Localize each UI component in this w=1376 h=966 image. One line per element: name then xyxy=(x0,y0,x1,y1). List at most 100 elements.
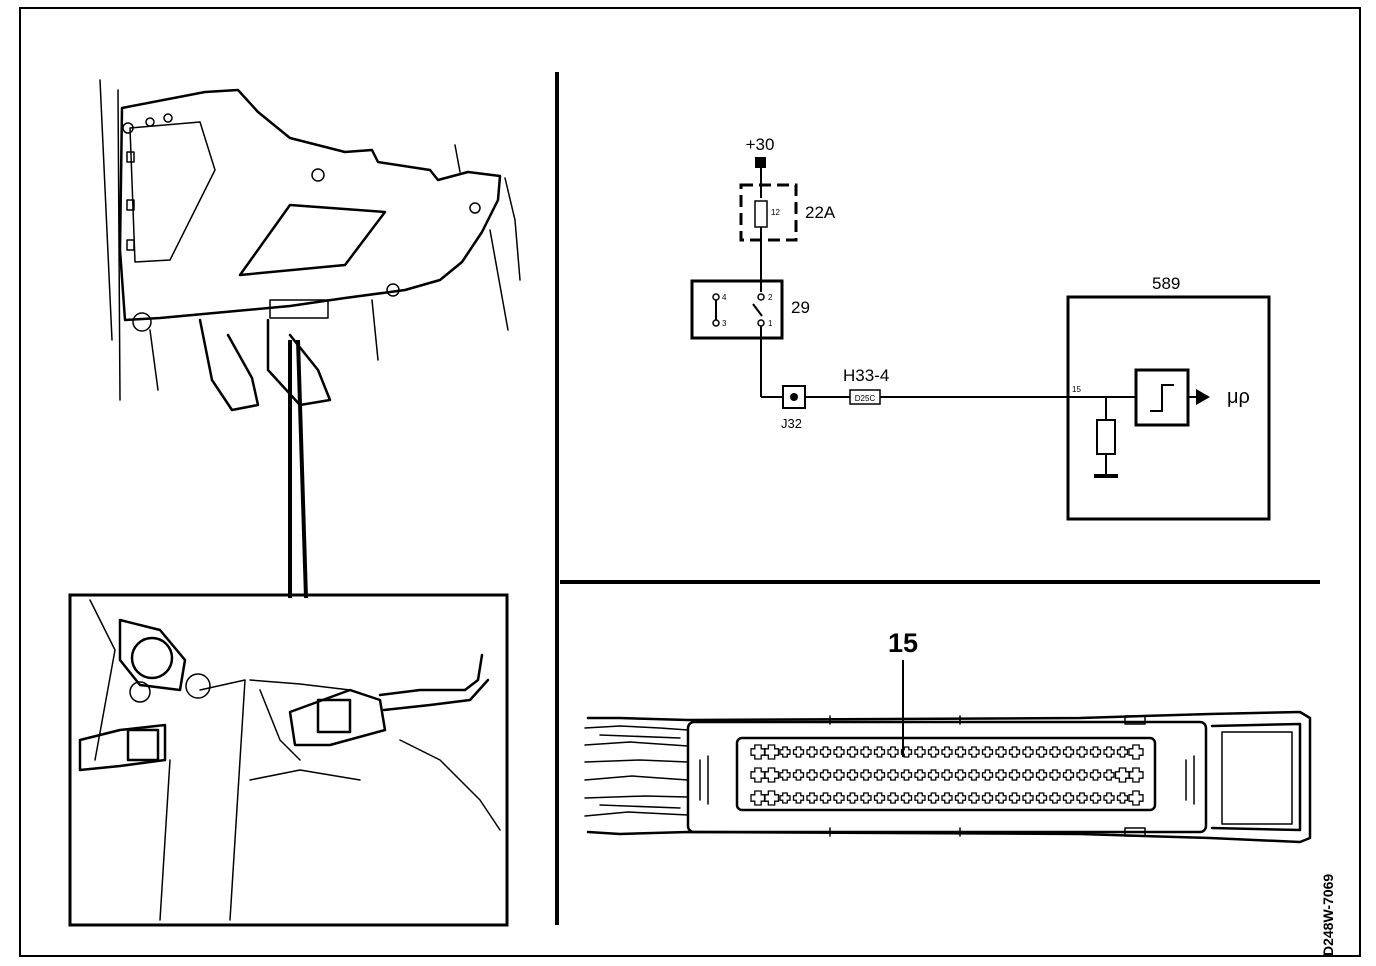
connector-pin xyxy=(927,792,940,804)
ecu-connector-illustration: 15 xyxy=(584,628,1312,844)
connector-pin xyxy=(1103,769,1115,781)
connector-pin xyxy=(792,792,805,804)
connector-code: D25C xyxy=(855,394,876,403)
pedal-bracket-illustration xyxy=(99,79,521,412)
fuse-symbol xyxy=(754,200,768,228)
junction-point xyxy=(790,393,798,401)
connector-pin xyxy=(1116,792,1129,804)
connector-pin xyxy=(1049,792,1061,804)
relay-pin-4: 4 xyxy=(722,293,727,302)
connector-pin-array xyxy=(750,744,1144,806)
supply-terminal xyxy=(755,157,766,168)
connector-pin xyxy=(779,746,791,758)
connector-pin xyxy=(941,769,953,781)
connector-pin xyxy=(1022,792,1034,804)
connector-pin xyxy=(779,792,791,804)
connector-pin xyxy=(927,769,940,781)
connector-detail-illustration xyxy=(78,599,501,921)
connector-pin xyxy=(954,746,967,758)
connector-pin xyxy=(763,767,780,783)
connector-pin xyxy=(900,769,913,781)
connector-pin xyxy=(1114,767,1131,783)
detail-inset-frame xyxy=(68,593,509,927)
connector-pin xyxy=(873,746,886,758)
connector-pin xyxy=(968,769,980,781)
connector-pin xyxy=(1128,744,1144,760)
connector-pin xyxy=(763,790,780,806)
connector-pin xyxy=(1116,746,1129,758)
connector-pin xyxy=(1076,746,1088,758)
connector-pin xyxy=(981,792,994,804)
circuit-schematic: +30 12 22A 4 3 2 1 29 J32 H33-4 D25C 589… xyxy=(690,135,1271,521)
connector-pin xyxy=(833,746,845,758)
connector-pin xyxy=(954,769,967,781)
outer-frame xyxy=(19,7,1361,957)
connector-pin xyxy=(995,792,1007,804)
supply-label: +30 xyxy=(746,135,775,154)
connector-pin xyxy=(1049,769,1061,781)
connector-pin xyxy=(1089,769,1102,781)
ecu-label: 589 xyxy=(1152,274,1180,293)
connector-pin xyxy=(1035,769,1048,781)
detail-leader xyxy=(288,339,308,599)
connector-pin xyxy=(914,769,926,781)
connector-pin xyxy=(995,746,1007,758)
connector-pin xyxy=(1008,769,1021,781)
ecu-pin-label: 15 xyxy=(1072,385,1081,394)
connector-pin xyxy=(833,769,845,781)
fuse-box xyxy=(739,183,798,242)
connector-pin xyxy=(900,746,913,758)
connector-pin xyxy=(1089,792,1102,804)
output-arrow xyxy=(1196,389,1210,405)
connector-pin xyxy=(914,792,926,804)
connector-pin xyxy=(887,792,899,804)
connector-pin xyxy=(981,746,994,758)
pulldown-resistor xyxy=(1096,419,1116,455)
pin-callout-label: 15 xyxy=(888,628,918,658)
connector-pin xyxy=(1035,746,1048,758)
connector-pin xyxy=(779,769,791,781)
connector-pin xyxy=(1089,746,1102,758)
connector-pin xyxy=(941,746,953,758)
connector-pin xyxy=(914,746,926,758)
connector-pin xyxy=(819,792,832,804)
connector-pin xyxy=(792,769,805,781)
connector-pin xyxy=(846,746,859,758)
connector-label: H33-4 xyxy=(843,366,889,385)
connector-pin xyxy=(941,792,953,804)
fuse-pin-label: 12 xyxy=(771,208,780,217)
relay-pin-2: 2 xyxy=(768,293,773,302)
connector-pin xyxy=(968,792,980,804)
figure-code: D248W-7069 xyxy=(1320,874,1336,956)
connector-pin xyxy=(981,769,994,781)
connector-pin xyxy=(1128,767,1144,783)
connector-pin xyxy=(806,746,818,758)
connector-pin xyxy=(846,769,859,781)
relay-pin-3: 3 xyxy=(722,319,727,328)
output-label: μρ xyxy=(1227,386,1250,408)
connector-pin xyxy=(846,792,859,804)
connector-pin xyxy=(995,769,1007,781)
connector-pin xyxy=(763,744,780,760)
connector-pin xyxy=(819,746,832,758)
connector-pin xyxy=(1062,769,1075,781)
connector-pin xyxy=(954,792,967,804)
connector-pin xyxy=(968,746,980,758)
connector-pin xyxy=(1076,769,1088,781)
connector-pin xyxy=(873,769,886,781)
junction-label: J32 xyxy=(781,416,802,431)
fuse-box-label: 22A xyxy=(805,203,836,222)
connector-pin xyxy=(887,769,899,781)
connector-pin xyxy=(1022,769,1034,781)
connector-pin xyxy=(1062,792,1075,804)
connector-pin xyxy=(1008,746,1021,758)
connector-pin xyxy=(860,792,872,804)
connector-pin xyxy=(1049,746,1061,758)
connector-pin xyxy=(819,769,832,781)
connector-pin xyxy=(750,790,766,806)
ecu-box xyxy=(1066,295,1271,521)
connector-pin xyxy=(806,769,818,781)
relay-pin-1: 1 xyxy=(768,319,773,328)
relay-label: 29 xyxy=(791,298,810,317)
